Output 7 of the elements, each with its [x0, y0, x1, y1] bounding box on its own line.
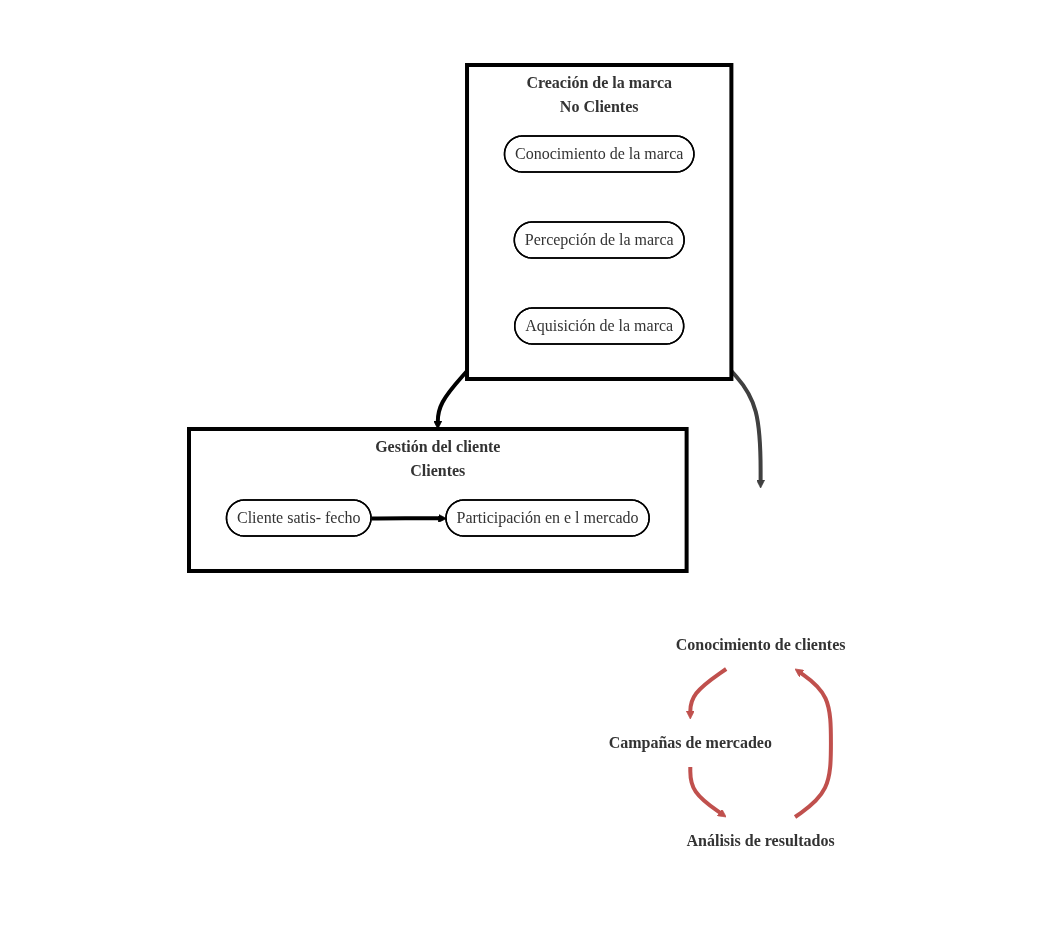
arrow [730, 369, 766, 489]
node-text: Campañas de mercadeo [608, 733, 773, 751]
arrow [688, 767, 727, 818]
node-text: Análisis de resultados [686, 831, 835, 849]
node-text: Conocimiento de clientes [675, 635, 846, 653]
arrow [794, 668, 834, 819]
arrow [686, 667, 728, 720]
